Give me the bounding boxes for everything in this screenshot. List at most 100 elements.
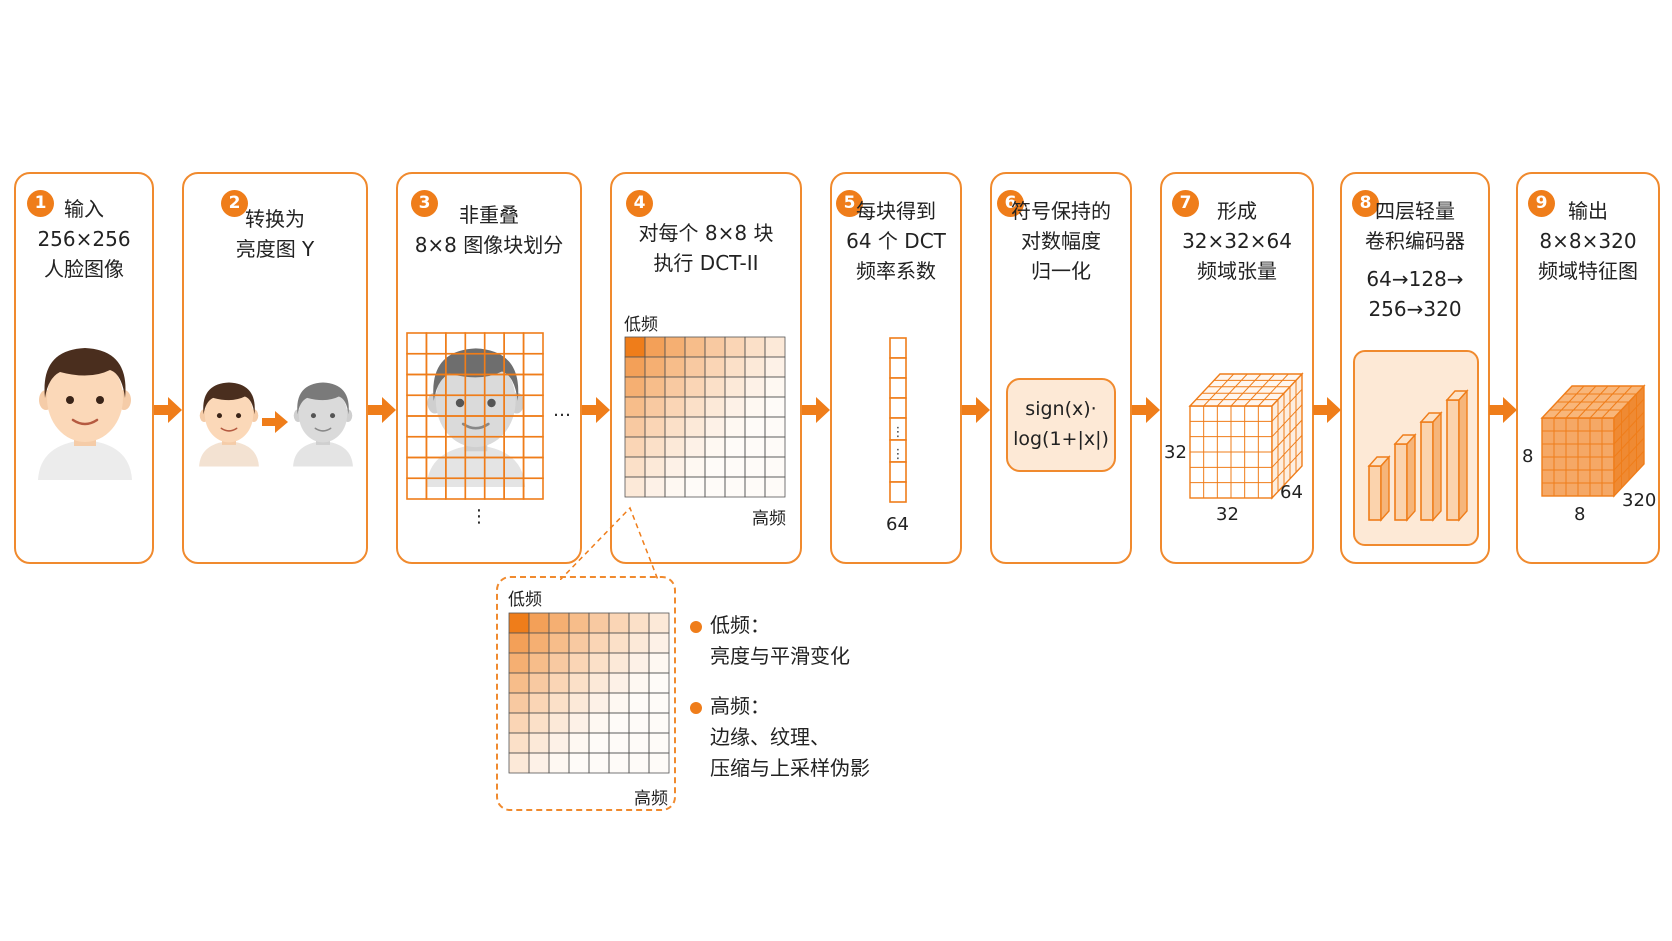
step-7-tensor: 7 形成 32×32×64 频域张量 32 32 64 (1160, 172, 1314, 564)
dct-cell (724, 396, 746, 418)
dct-cell (624, 376, 646, 398)
dct-cell (648, 672, 670, 694)
dct-cell (644, 376, 666, 398)
dct-cell (508, 692, 530, 714)
arrow-right-icon (262, 411, 288, 433)
dct-cell (528, 712, 550, 734)
dct-cell (744, 476, 766, 498)
dct-cell (648, 652, 670, 674)
step-badge: 3 (411, 190, 438, 217)
dct-cell (764, 476, 786, 498)
dct-cell (664, 376, 686, 398)
dct-cell (764, 436, 786, 458)
vector-gap-mark: ⋮ (892, 425, 905, 440)
cube-grid-line (1271, 388, 1303, 422)
high-frequency-label: 高频 (752, 509, 786, 529)
dct-cell (628, 672, 650, 694)
dct-cell (764, 356, 786, 378)
dct-cell (568, 712, 590, 734)
dct-cell (744, 436, 766, 458)
step-2-luminance: 2 转换为 亮度图 Y (182, 172, 368, 564)
dct-cell (724, 456, 746, 478)
dct-cell (624, 336, 646, 358)
image-block (406, 352, 428, 376)
dct-cell (588, 652, 610, 674)
dct-cell (724, 376, 746, 398)
dct-cell (664, 396, 686, 418)
step-9-output: 9 输出 8×8×320 频域特征图 8 8 320 (1516, 172, 1660, 564)
cube-grid-line (1271, 434, 1303, 468)
dct-cell (644, 436, 666, 458)
cube-grid-line (1257, 373, 1289, 407)
dct-cell (628, 612, 650, 634)
dct-cell (764, 416, 786, 438)
image-block (522, 477, 544, 500)
image-block (406, 415, 428, 438)
tensor-cube (1188, 372, 1304, 500)
dct-cell (568, 672, 590, 694)
dct-cell (608, 712, 630, 734)
dct-cell (684, 436, 706, 458)
dct-cell (608, 632, 630, 654)
dct-cell (764, 336, 786, 358)
dct-cell (528, 692, 550, 714)
dct-cell (744, 456, 766, 478)
dct-cell (588, 672, 610, 694)
step-badge: 4 (626, 190, 653, 217)
arrow-right-icon (802, 397, 830, 423)
feature-width-label: 8 (1574, 504, 1586, 525)
dct-cell (724, 336, 746, 358)
dct-cell (508, 712, 530, 734)
vector-gap-mark: ⋮ (892, 447, 905, 462)
conv-layer-side (1380, 455, 1390, 522)
dct-cell (704, 456, 726, 478)
dct-cell (724, 416, 746, 438)
step-title: 转换为 亮度图 Y (235, 207, 315, 261)
dct-cell (508, 672, 530, 694)
dct-cell (624, 436, 646, 458)
dct-cell (628, 712, 650, 734)
coefficient-vector: ⋮ ⋮ (889, 337, 907, 503)
grayscale-face-icon (293, 382, 353, 467)
dct-cell (528, 752, 550, 774)
dct-cell (548, 612, 570, 634)
dct-cell (608, 752, 630, 774)
image-block (406, 332, 428, 355)
dct-cell (508, 632, 530, 654)
color-face-icon (199, 382, 259, 467)
dct-cell (744, 376, 766, 398)
dct-cell (648, 732, 670, 754)
step-badge: 8 (1352, 190, 1379, 217)
image-block (522, 332, 544, 355)
dct-cell (644, 336, 666, 358)
dct-zoom-grid (508, 612, 670, 774)
dct-cell (548, 652, 570, 674)
step-badge: 2 (221, 190, 248, 217)
dct-cell (644, 396, 666, 418)
dct-cell (644, 456, 666, 478)
step-title: 输入 256×256 人脸图像 (37, 197, 131, 281)
arrow-right-icon (154, 397, 182, 423)
feature-height-label: 8 (1522, 446, 1534, 467)
dct-cell (684, 416, 706, 438)
image-block (425, 435, 447, 459)
dct-cell (508, 652, 530, 674)
dct-cell (624, 476, 646, 498)
conv-layer-side (1458, 389, 1468, 522)
dct-cell (528, 632, 550, 654)
dct-cell (588, 732, 610, 754)
dct-cell (648, 752, 670, 774)
dct-cell (608, 692, 630, 714)
dct-cell (528, 652, 550, 674)
dct-cell (644, 416, 666, 438)
formula-box: sign(x)· log(1+|x|) (1006, 378, 1116, 472)
dct-cell (724, 476, 746, 498)
dct-cell (648, 712, 670, 734)
cube-grid-line (1271, 419, 1303, 453)
image-block (406, 394, 428, 417)
dct-cell (548, 632, 570, 654)
face-icon (38, 348, 132, 480)
image-block (406, 456, 428, 480)
step-badge: 9 (1528, 190, 1555, 217)
